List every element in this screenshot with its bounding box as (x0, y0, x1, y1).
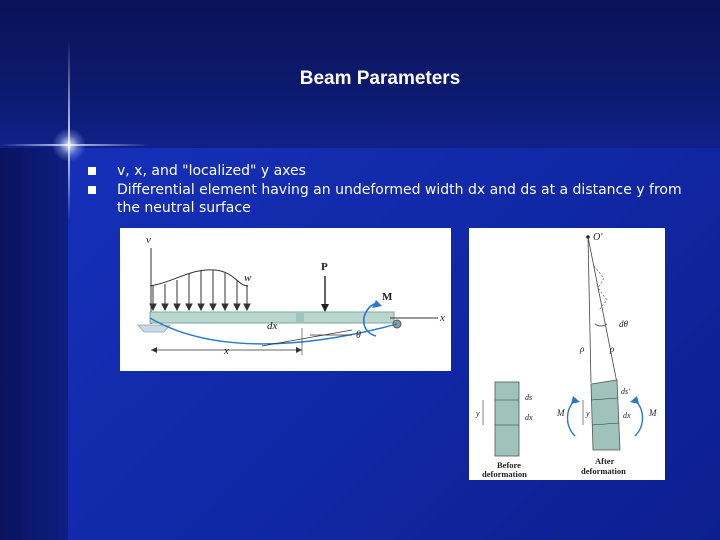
bullet-item: v, x, and "localized" y axes (88, 162, 688, 180)
radius-dashed-guide (593, 265, 608, 311)
before-caption-line1: Before (497, 460, 521, 470)
dtheta-arc (594, 323, 608, 327)
moment-right-arc (634, 399, 644, 437)
after-line-ds (590, 397, 619, 401)
moment-left-label: M (556, 408, 565, 418)
x-dimension-arrow-right (296, 347, 302, 353)
after-y-label: y (585, 409, 590, 418)
before-ds-label: ds (525, 393, 532, 402)
before-dx-label: dx (525, 413, 533, 422)
load-w-label: w (244, 272, 252, 284)
bullet-item: Differential element having an undeforme… (88, 181, 688, 217)
elastic-curve (149, 317, 398, 345)
rho-right-label: ρ (609, 344, 615, 354)
light-flare-core (52, 128, 86, 162)
moment-right-arrowhead (630, 396, 639, 404)
dx-label: dx (267, 320, 278, 332)
slide-title: Beam Parameters (299, 68, 461, 89)
x-axis-label: x (439, 312, 445, 324)
beam-diagram-figure: v w x P M (120, 228, 451, 371)
x-dimension-arrow-left (151, 347, 157, 353)
after-element-body (590, 379, 621, 451)
radius-line-left (587, 236, 592, 384)
moment-arc (362, 303, 377, 337)
distributed-load-curve (149, 269, 249, 287)
after-dx-label: dx (623, 411, 631, 420)
after-neutral-line (591, 422, 620, 426)
theta-label: θ (356, 330, 361, 341)
moment-right-label: M (648, 408, 657, 418)
radius-line-right (587, 236, 618, 384)
moment-left-arrowhead (571, 396, 580, 404)
rho-left-label: ρ (579, 344, 585, 354)
x-distance-label: x (223, 345, 229, 357)
after-caption-line2: deformation (581, 466, 626, 476)
after-ds-label: ds' (621, 387, 630, 396)
moment-left-arc (566, 399, 576, 437)
force-p-arrowhead (321, 304, 329, 312)
bullet-text: Differential element having an undeforme… (117, 182, 682, 216)
distributed-load-arrows (149, 270, 251, 312)
v-axis-label: v (146, 234, 151, 246)
left-support (137, 324, 171, 333)
differential-element (296, 312, 304, 323)
before-y-label: y (475, 409, 480, 418)
deformation-diagram-figure: O' dθ ρ ρ ds dx y Before deformation ds'… (469, 228, 665, 480)
before-caption-line2: deformation (482, 469, 527, 479)
moment-arrowhead (372, 300, 382, 308)
bullet-square-icon (88, 186, 96, 194)
bullet-square-icon (88, 167, 96, 175)
background-top (0, 0, 720, 148)
dtheta-label: dθ (619, 319, 629, 329)
moment-m-label: M (382, 291, 393, 303)
center-label: O' (593, 232, 603, 243)
tangent-line (261, 329, 353, 347)
after-caption-line1: After (595, 456, 615, 466)
before-element-body (494, 381, 520, 457)
force-p-label: P (321, 261, 328, 273)
bullet-list: v, x, and "localized" y axes Differentia… (88, 162, 688, 218)
bullet-text: v, x, and "localized" y axes (117, 163, 306, 179)
background-left-band (0, 148, 68, 540)
